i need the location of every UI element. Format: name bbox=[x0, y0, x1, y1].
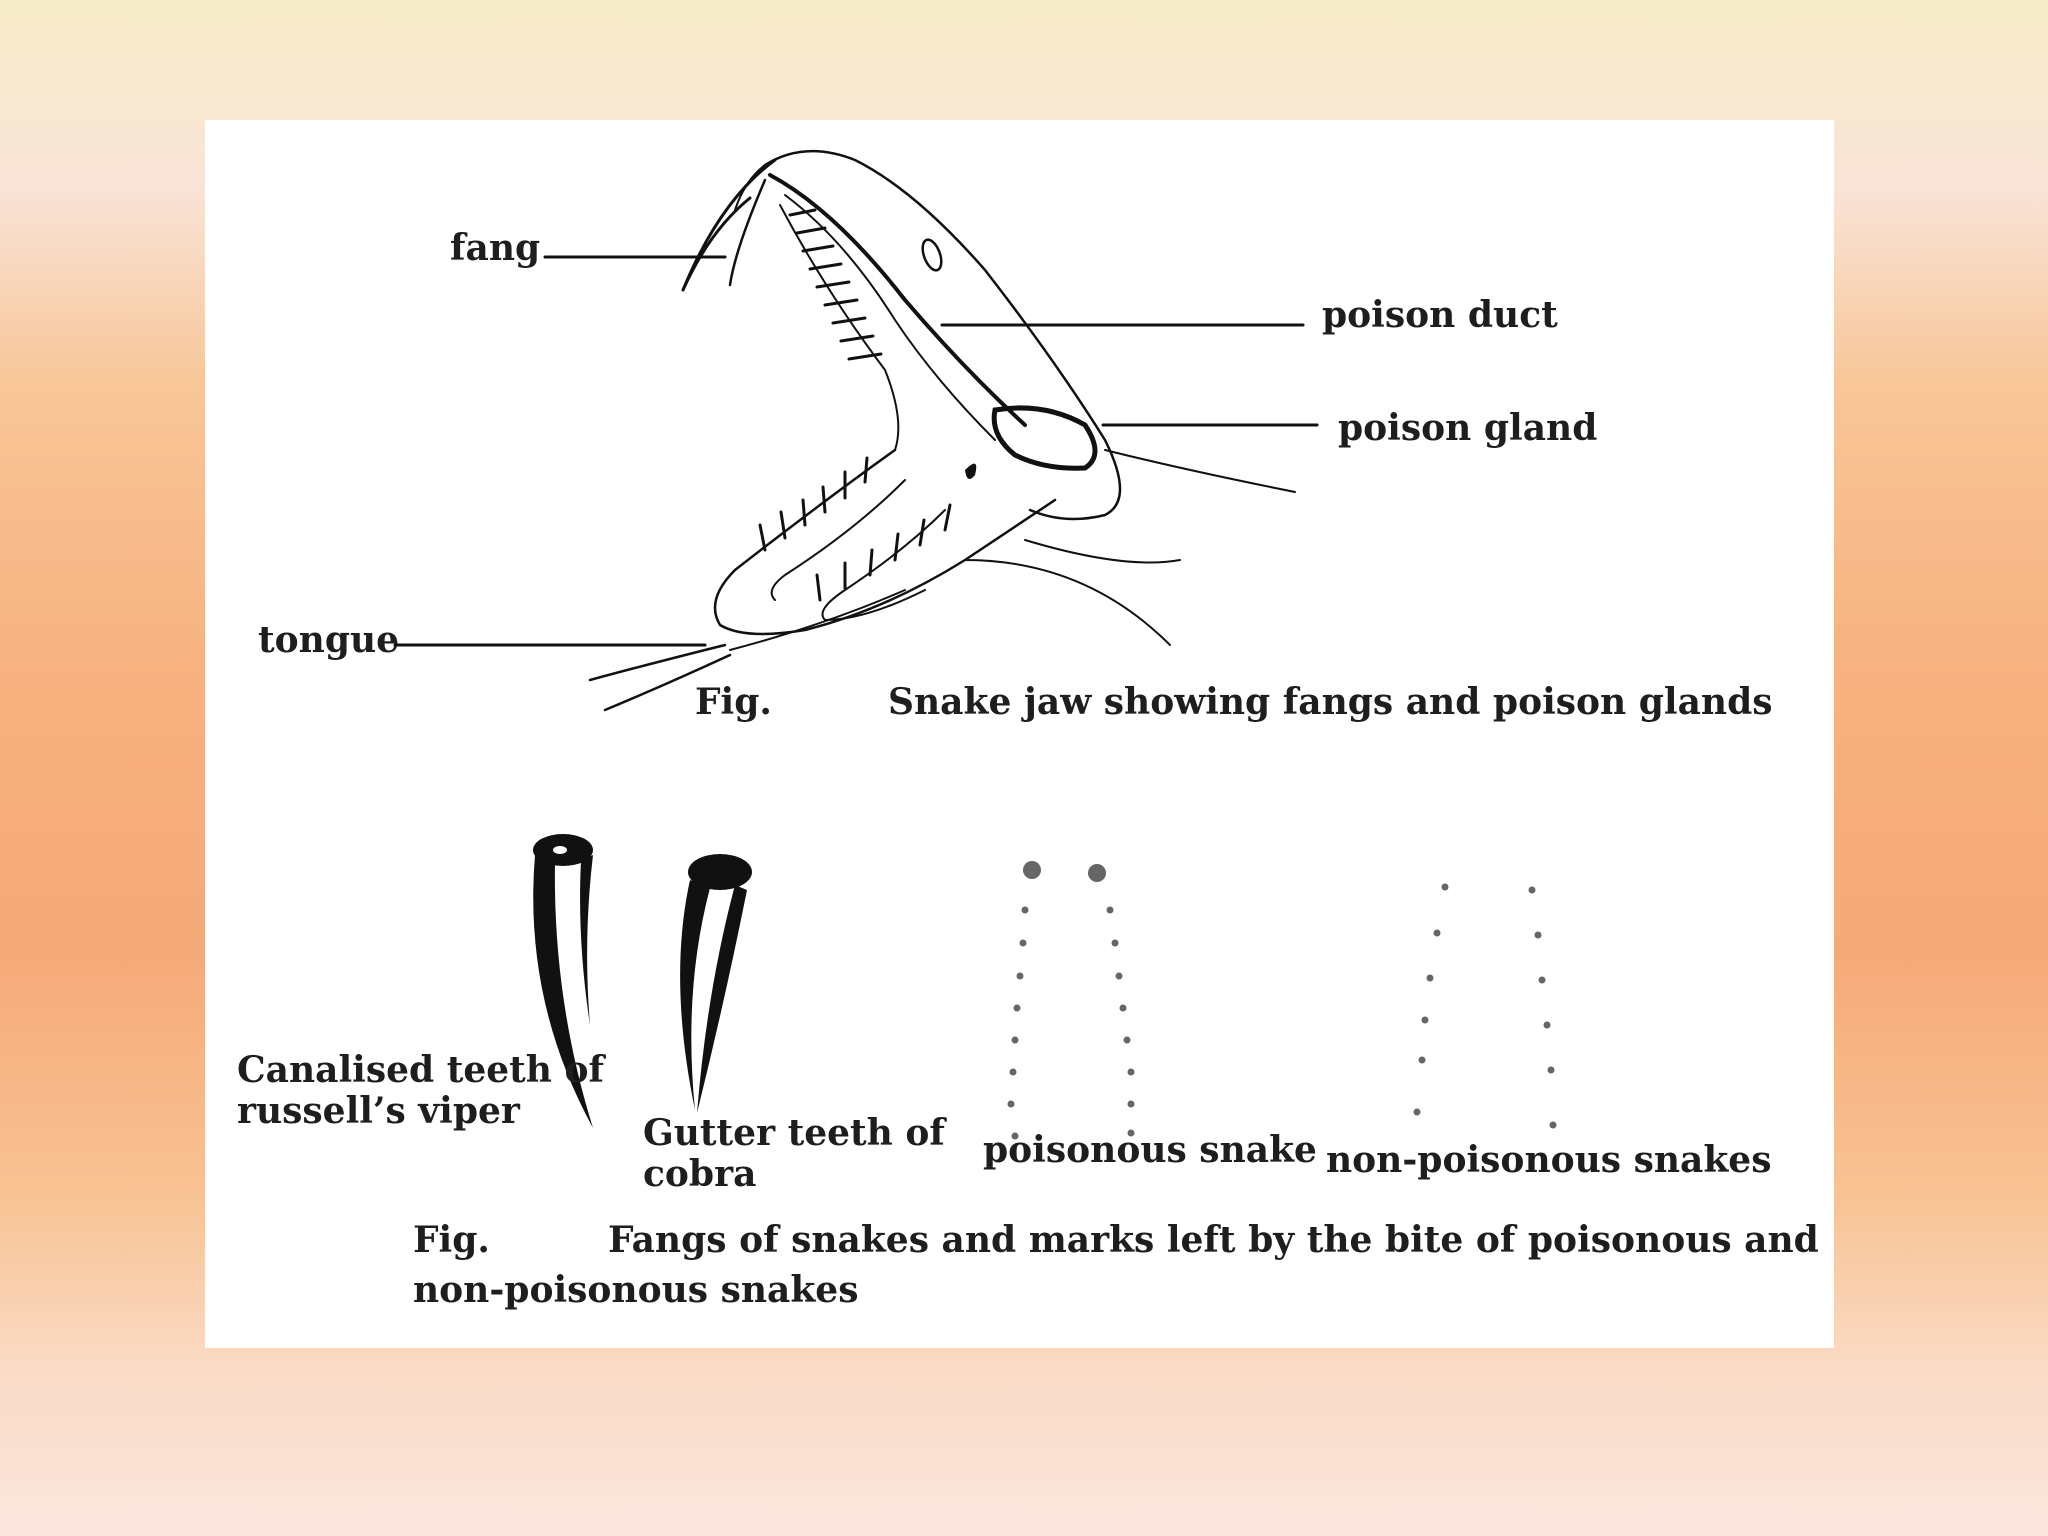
poison-gland-shape bbox=[991, 405, 1098, 471]
label-tongue: tongue bbox=[258, 619, 400, 661]
poisonous-bite-marks bbox=[1007, 861, 1135, 1140]
tongue-shape bbox=[588, 643, 727, 682]
nonpoisonous-bite-marks bbox=[1413, 883, 1557, 1129]
label-fang: fang bbox=[450, 227, 541, 269]
viper-label-line2: russell’s viper bbox=[237, 1090, 520, 1133]
eye-icon bbox=[921, 238, 943, 272]
label-poison-duct: poison duct bbox=[1322, 294, 1558, 336]
label-viper-teeth: Canalised teeth of russell’s viper bbox=[237, 1049, 604, 1133]
lower-teeth bbox=[758, 456, 952, 602]
figure-sheet: fang poison duct poison gland tongue Fig… bbox=[205, 120, 1834, 1348]
fang-shape bbox=[681, 158, 777, 292]
poison-duct-shape bbox=[768, 173, 1027, 427]
label-poison-gland: poison gland bbox=[1338, 407, 1598, 449]
cobra-label-line1: Gutter teeth of bbox=[643, 1112, 945, 1154]
label-poisonous-snake: poisonous snake bbox=[983, 1129, 1317, 1171]
caption1-text: Snake jaw showing fangs and poison gland… bbox=[888, 681, 1773, 723]
cobra-label-line2: cobra bbox=[643, 1153, 757, 1196]
snake-jaw-drawing bbox=[393, 149, 1557, 1140]
caption2-prefix: Fig. bbox=[413, 1219, 490, 1261]
glottis-shape bbox=[965, 463, 977, 479]
caption2-line1: Fangs of snakes and marks left by the bi… bbox=[608, 1219, 1819, 1261]
caption2-line2: non-poisonous snakes bbox=[413, 1269, 859, 1311]
label-nonpoisonous-snakes: non-poisonous snakes bbox=[1326, 1139, 1772, 1181]
caption1-prefix: Fig. bbox=[695, 681, 772, 723]
upper-teeth bbox=[788, 208, 883, 361]
gutter-fang-drawing bbox=[680, 854, 752, 1113]
label-cobra-teeth: Gutter teeth of cobra bbox=[643, 1112, 945, 1196]
lower-jaw-outline bbox=[713, 448, 1057, 636]
viper-label-line1: Canalised teeth of bbox=[237, 1049, 604, 1091]
canalised-fang-drawing bbox=[533, 834, 593, 1128]
upper-head-outline bbox=[763, 149, 1122, 521]
